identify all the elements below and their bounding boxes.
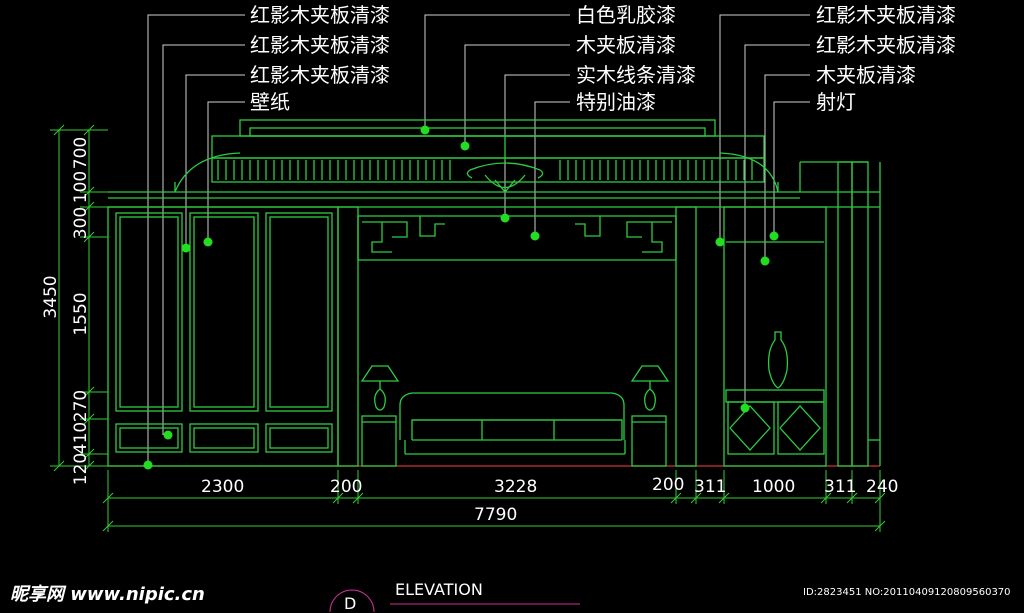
wall-outline [107, 119, 881, 467]
dim-v-total: 3450 [41, 275, 61, 319]
label-center-2: 木夹板清漆 [576, 33, 676, 57]
dim-v-120: 120 [71, 452, 91, 486]
label-center-3: 实木线条清漆 [576, 63, 696, 87]
dim-h-311b: 311 [824, 477, 857, 497]
label-center-4: 特别油漆 [576, 90, 656, 114]
horizontal-dim-lines [102, 470, 886, 532]
dim-h-1000: 1000 [752, 477, 796, 497]
watermark-id: ID:2823451 NO:20110409120809560370 [803, 587, 1011, 598]
dim-v-300: 300 [71, 206, 91, 240]
leader-nodes [143, 125, 779, 470]
elevation-title: ELEVATION [395, 580, 483, 599]
dim-h-240: 240 [866, 477, 899, 497]
label-right-2: 红影木夹板清漆 [816, 33, 956, 57]
label-left-2: 红影木夹板清漆 [250, 33, 390, 57]
label-right-3: 木夹板清漆 [816, 63, 916, 87]
label-center-1: 白色乳胶漆 [576, 3, 676, 27]
vertical-dim-lines [50, 124, 108, 472]
label-right-4: 射灯 [816, 90, 856, 114]
label-left-4: 壁纸 [250, 90, 290, 114]
label-left-3: 红影木夹板清漆 [250, 63, 390, 87]
dim-v-1550: 1550 [71, 292, 91, 336]
dim-h-2300: 2300 [201, 477, 245, 497]
label-right-1: 红影木夹板清漆 [816, 3, 956, 27]
elevation-marker-letter: D [344, 594, 357, 613]
dim-h-total: 7790 [474, 505, 518, 525]
leader-lines [147, 14, 810, 465]
dim-h-3228: 3228 [494, 477, 538, 497]
elevation-marker [329, 589, 580, 612]
label-left-1: 红影木夹板清漆 [250, 3, 390, 27]
dim-h-311a: 311 [694, 477, 727, 497]
watermark-site: 昵享网 www.nipic.cn [10, 584, 205, 605]
dim-h-200a: 200 [330, 477, 363, 497]
dim-h-200b: 200 [652, 475, 685, 495]
